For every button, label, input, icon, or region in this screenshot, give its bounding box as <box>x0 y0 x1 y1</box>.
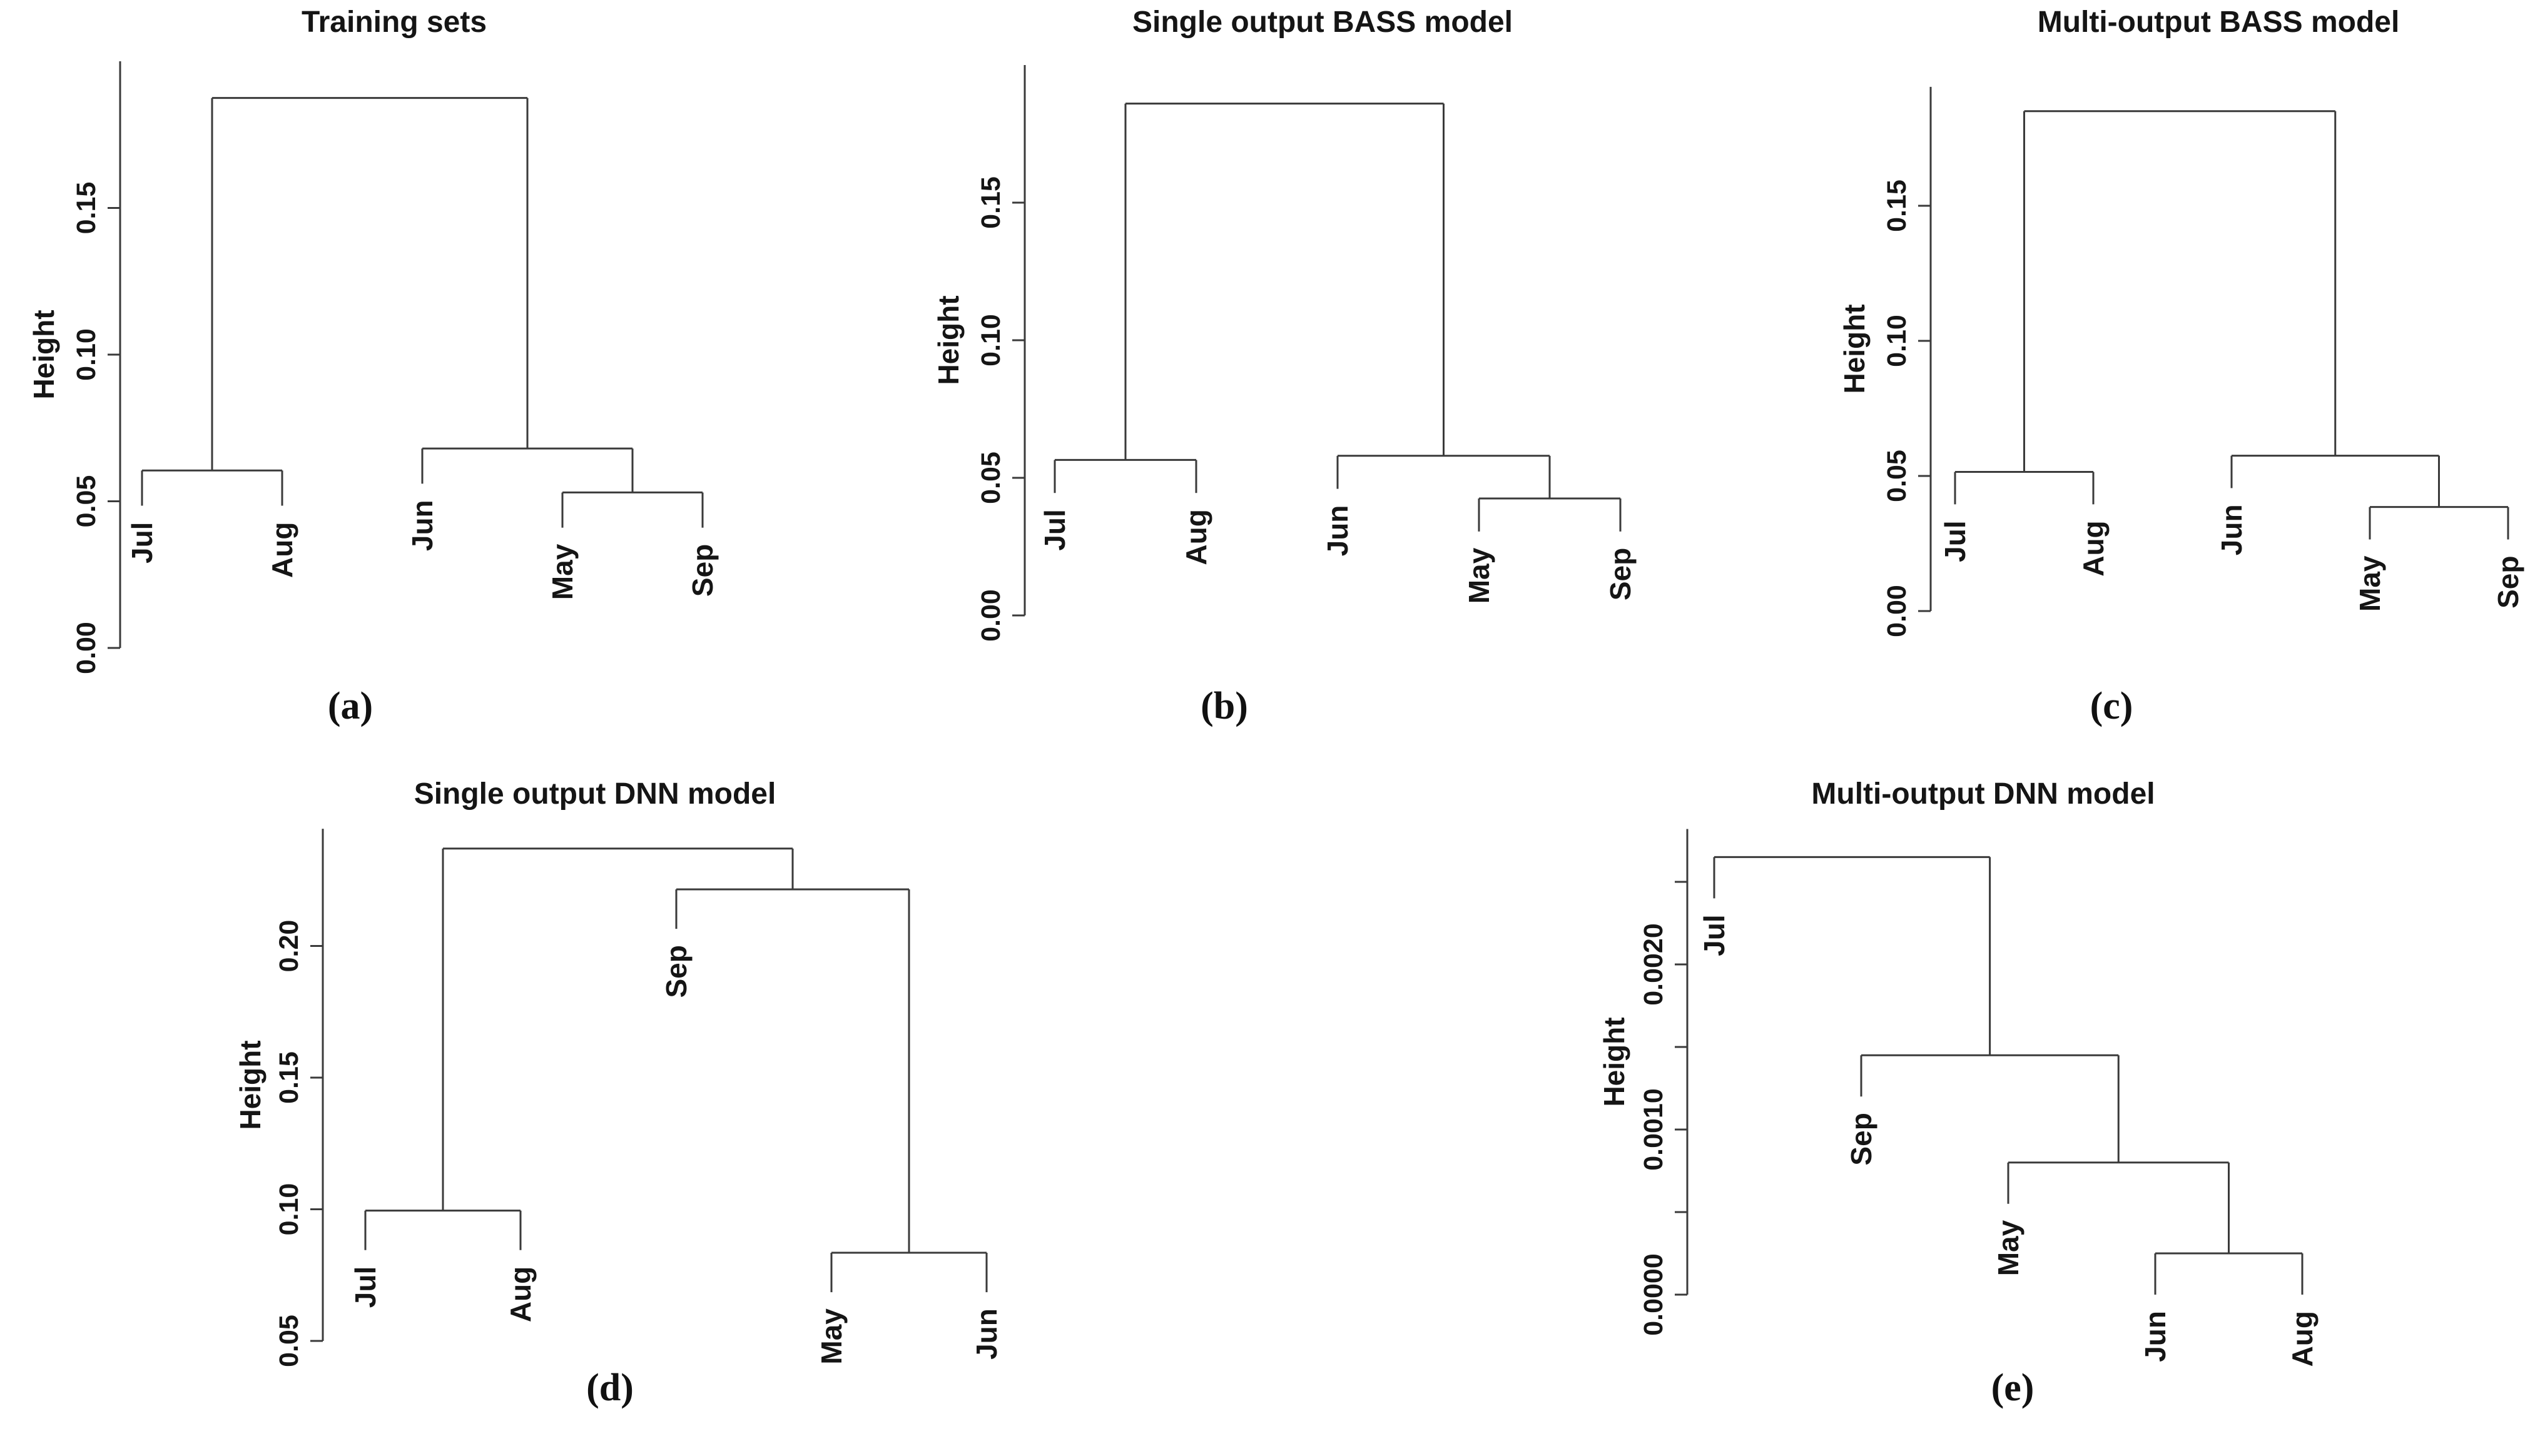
panel-a-title: Training sets <box>301 6 487 39</box>
panel-b-title: Single output BASS model <box>1132 6 1513 39</box>
y-tick-label-a: 0.05 <box>71 475 101 528</box>
panel-e-y-axis-label: Height <box>1598 1017 1630 1107</box>
y-tick-label-a: 0.00 <box>71 622 101 674</box>
leaf-label-may-c: May <box>2354 555 2386 612</box>
leaf-label-may-b: May <box>1463 547 1495 604</box>
y-tick-label-d: 0.10 <box>274 1183 304 1236</box>
panel-b-y-axis-label: Height <box>932 295 965 385</box>
y-tick-label-b: 0.00 <box>976 589 1006 642</box>
y-tick-label-a: 0.15 <box>71 182 101 235</box>
leaf-label-sep-e: Sep <box>1845 1113 1877 1165</box>
leaf-label-jul-c: Jul <box>1939 520 1971 562</box>
leaf-label-jun-d: Jun <box>970 1308 1003 1360</box>
leaf-label-jun-c: Jun <box>2215 504 2248 555</box>
y-tick-label-c: 0.15 <box>1882 179 1912 232</box>
leaf-label-jun-b: Jun <box>1321 505 1354 557</box>
panel-c-y-axis-label: Height <box>1838 304 1871 394</box>
leaf-label-jun-e: Jun <box>2139 1311 2172 1362</box>
leaf-label-jun-a: Jun <box>406 500 439 551</box>
y-tick-label-c: 0.00 <box>1882 585 1912 637</box>
leaf-label-sep-a: Sep <box>686 544 719 597</box>
panel-a-y-axis-label: Height <box>28 310 60 400</box>
y-tick-label-b: 0.15 <box>976 176 1006 229</box>
leaf-label-aug-a: Aug <box>266 522 298 578</box>
leaf-label-aug-b: Aug <box>1180 509 1212 565</box>
leaf-label-may-a: May <box>546 543 579 600</box>
y-tick-label-a: 0.10 <box>71 328 101 381</box>
y-tick-label-c: 0.05 <box>1882 450 1912 502</box>
panel-c-title: Multi-output BASS model <box>2037 6 2400 39</box>
leaf-label-jul-d: Jul <box>349 1266 382 1308</box>
panel-a-caption: (a) <box>327 685 373 727</box>
y-tick-label-d: 0.20 <box>274 920 304 973</box>
leaf-label-jul-b: Jul <box>1039 509 1071 550</box>
leaf-label-aug-d: Aug <box>504 1266 537 1322</box>
y-tick-label-b: 0.10 <box>976 314 1006 367</box>
leaf-label-jul-a: Jul <box>126 522 158 564</box>
leaf-label-sep-b: Sep <box>1604 548 1637 600</box>
panel-d-y-axis-label: Height <box>234 1040 267 1130</box>
leaf-label-jul-e: Jul <box>1698 914 1730 956</box>
leaf-label-may-d: May <box>815 1308 848 1365</box>
y-tick-label-e: 0.0020 <box>1638 923 1669 1006</box>
panel-d-caption: (d) <box>586 1367 634 1409</box>
panel-b-caption: (b) <box>1201 685 1248 727</box>
y-tick-label-d: 0.05 <box>274 1315 304 1367</box>
y-tick-label-e: 0.0000 <box>1638 1253 1669 1336</box>
leaf-label-sep-c: Sep <box>2492 556 2524 609</box>
leaf-label-aug-e: Aug <box>2286 1311 2319 1367</box>
panel-d-title: Single output DNN model <box>414 777 776 811</box>
panel-e-caption: (e) <box>1991 1367 2035 1409</box>
panel-c-caption: (c) <box>2090 685 2133 727</box>
leaf-label-may-e: May <box>1992 1220 2024 1276</box>
y-tick-label-b: 0.05 <box>976 452 1006 504</box>
y-tick-label-d: 0.15 <box>274 1051 304 1104</box>
panel-e-title: Multi-output DNN model <box>1811 777 2155 811</box>
y-tick-label-c: 0.10 <box>1882 315 1912 367</box>
leaf-label-aug-c: Aug <box>2077 520 2110 576</box>
y-tick-label-e: 0.0010 <box>1638 1088 1669 1171</box>
leaf-label-sep-d: Sep <box>660 945 693 998</box>
